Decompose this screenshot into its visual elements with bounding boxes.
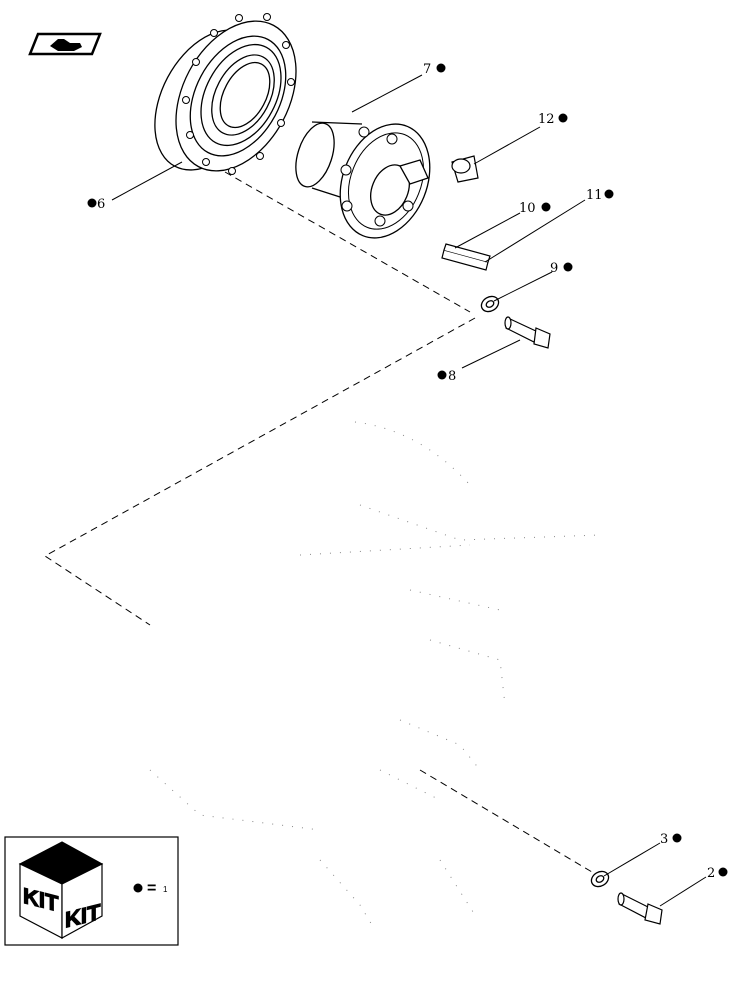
callout-9[interactable]: 9 [550,261,558,276]
legend-suffix: 1 [163,885,168,894]
part-9-washer [480,295,500,313]
part-7-hub [295,121,431,239]
hub-bolt-holes [340,126,414,227]
callout-labels: 6 7 12 10 11 9 8 3 2 [97,62,715,881]
leader-lines [111,74,707,907]
part-6-bearing-housing [154,13,297,175]
legend-equals: = [147,880,156,897]
callout-3[interactable]: 3 [660,832,668,847]
part-10-key [441,243,491,271]
callout-11[interactable]: 11 [586,188,603,203]
hand-pointer-icon[interactable] [28,32,102,56]
faint-frame-outline [149,421,601,931]
kit-legend: KIT KIT = 1 [4,836,179,946]
part-8-bolt [504,316,551,349]
callout-bullets [87,63,728,877]
kit-box-icon: KIT KIT [18,841,104,940]
part-2-bolt [617,892,663,925]
callout-10[interactable]: 10 [519,201,536,216]
callout-2[interactable]: 2 [707,866,715,881]
callout-6[interactable]: 6 [97,197,105,212]
callout-8[interactable]: 8 [448,369,456,384]
part-12-bushing [451,155,479,183]
part-3-washer [590,870,610,888]
housing-bolt-holes [182,13,295,175]
callout-12[interactable]: 12 [538,112,555,127]
assembly-lines [44,171,593,873]
legend-bullet [133,883,143,893]
callout-7[interactable]: 7 [423,62,431,77]
